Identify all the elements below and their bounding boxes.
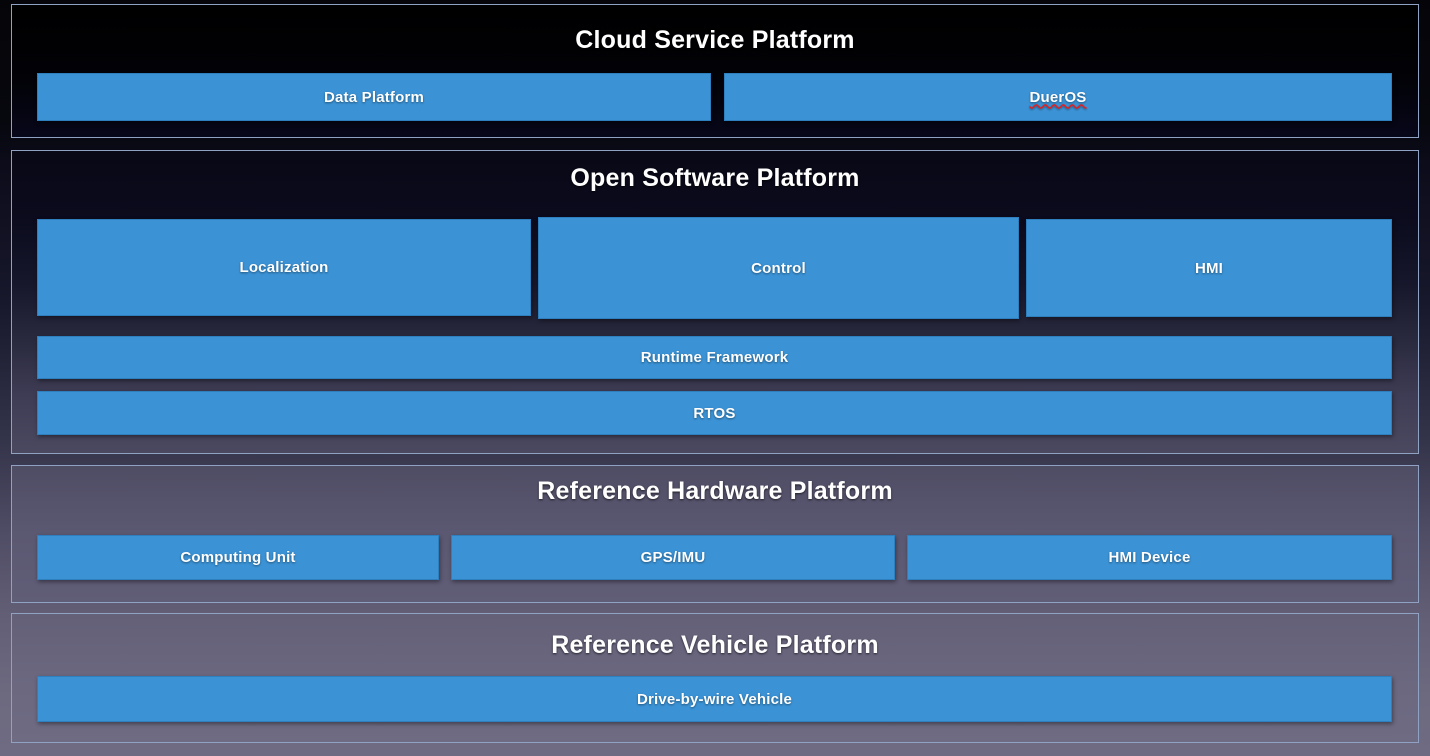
block-control[interactable]: Control [538, 217, 1019, 319]
block-runtime-framework[interactable]: Runtime Framework [37, 336, 1392, 379]
block-label-runtime-framework: Runtime Framework [640, 349, 789, 366]
block-drive-by-wire-vehicle[interactable]: Drive-by-wire Vehicle [37, 676, 1392, 722]
block-gps-imu[interactable]: GPS/IMU [451, 535, 895, 580]
block-dueros[interactable]: DuerOS [724, 73, 1392, 121]
block-label-drive-by-wire-vehicle: Drive-by-wire Vehicle [636, 690, 793, 708]
block-label-control: Control [751, 259, 806, 277]
layer-open-software-platform: Open Software Platform Localization Cont… [11, 150, 1419, 454]
block-localization[interactable]: Localization [37, 219, 531, 316]
block-hmi[interactable]: HMI [1026, 219, 1392, 317]
block-label-hmi-device: HMI Device [1108, 549, 1191, 566]
block-label-dueros: DuerOS [1029, 88, 1087, 106]
block-label-computing-unit: Computing Unit [180, 549, 296, 566]
layer-title-reference-vehicle-platform: Reference Vehicle Platform [551, 631, 879, 659]
block-label-hmi: HMI [1194, 259, 1224, 277]
layer-title-open-software-platform: Open Software Platform [570, 164, 860, 192]
block-label-gps-imu: GPS/IMU [640, 549, 706, 566]
block-label-rtos: RTOS [693, 404, 736, 422]
block-label-data-platform: Data Platform [323, 88, 425, 106]
block-data-platform[interactable]: Data Platform [37, 73, 711, 121]
block-computing-unit[interactable]: Computing Unit [37, 535, 439, 580]
layer-title-cloud-service-platform: Cloud Service Platform [575, 26, 855, 54]
block-hmi-device[interactable]: HMI Device [907, 535, 1392, 580]
block-label-localization: Localization [239, 259, 329, 276]
layer-reference-vehicle-platform: Reference Vehicle Platform Drive-by-wire… [11, 613, 1419, 743]
layer-reference-hardware-platform: Reference Hardware Platform Computing Un… [11, 465, 1419, 603]
layer-cloud-service-platform: Cloud Service Platform Data Platform Due… [11, 4, 1419, 138]
layer-title-reference-hardware-platform: Reference Hardware Platform [537, 477, 893, 505]
block-rtos[interactable]: RTOS [37, 391, 1392, 435]
